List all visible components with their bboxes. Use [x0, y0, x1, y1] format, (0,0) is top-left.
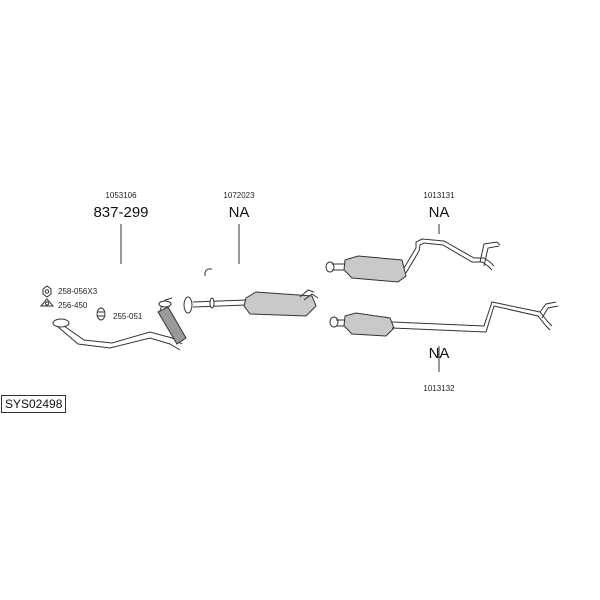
part-code-front-pipe: 837-299 [93, 204, 149, 221]
nut-hole [44, 289, 50, 294]
part-number-rear-silencer-upper: 1013131 [423, 191, 455, 200]
part-number-rear-silencer-lower: 1013132 [423, 384, 455, 393]
part-code-centre-silencer: NA [228, 204, 250, 221]
fitting-label-clamp: 255-051 [113, 312, 143, 321]
part-code-rear-silencer-upper: NA [428, 204, 450, 221]
fitting-label-nut: 258-056X3 [58, 287, 98, 296]
gasket-ring-hole [44, 301, 50, 306]
rear-silencer-lower-drawing [329, 301, 559, 337]
part-number-centre-silencer: 1072023 [223, 191, 255, 200]
front-pipe-drawing [52, 297, 187, 351]
rear-silencer-upper-drawing [325, 238, 501, 283]
clamp-icon [96, 307, 106, 321]
centre-silencer-drawing [183, 268, 319, 317]
fitting-label-gasket: 256-450 [58, 301, 88, 310]
part-number-front-pipe: 1053106 [105, 191, 137, 200]
system-code-badge: SYS02498 [1, 395, 67, 413]
part-code-rear-silencer-lower: NA [428, 345, 450, 362]
